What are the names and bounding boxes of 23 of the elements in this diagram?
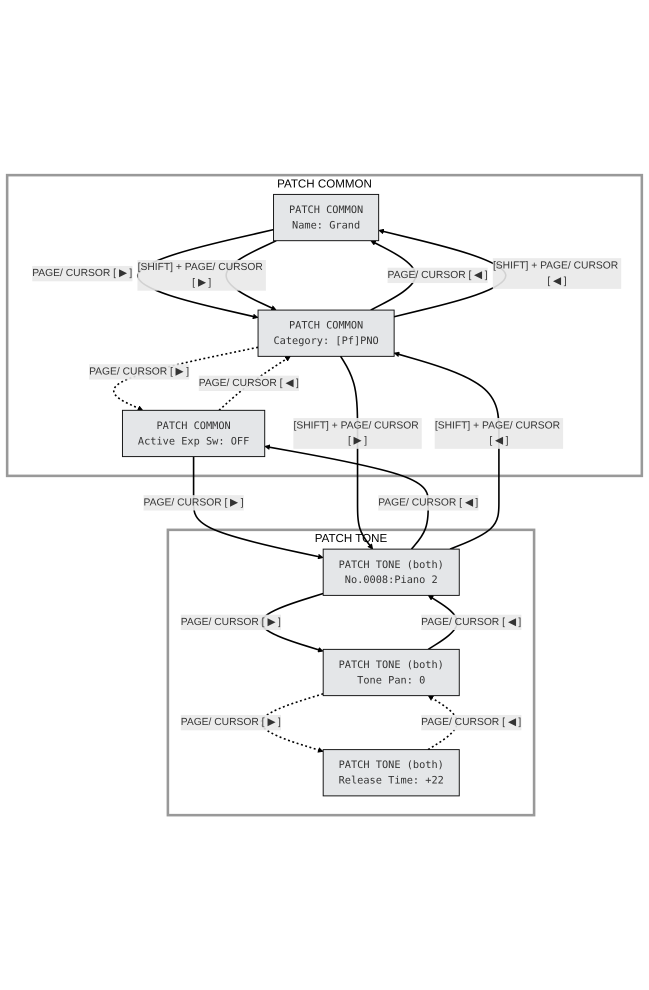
- node-box: PATCH TONE (both) Release Time: +22: [322, 748, 460, 796]
- node-box: PATCH TONE (both) No.0008:Piano 2: [322, 548, 460, 596]
- edge-label: PAGE/ CURSOR [ ▶ ]: [144, 496, 244, 508]
- edge-label: PAGE/ CURSOR [ ▶ ]: [32, 268, 132, 279]
- edge-label: [SHIFT] + PAGE/ CURSOR [ ◀ ]: [492, 260, 618, 286]
- edge-label: PAGE/ CURSOR [ ▶ ]: [180, 716, 281, 728]
- edge-label: PAGE/ CURSOR [ ◀ ]: [421, 716, 522, 728]
- edge-label: PAGE/ CURSOR [ ▶ ]: [180, 616, 281, 628]
- edge-label: PAGE/ CURSOR [ ◀ ]: [421, 616, 522, 628]
- node-box: PATCH COMMON Name: Grand: [273, 194, 380, 242]
- edge-label: [SHIFT] + PAGE/ CURSOR [ ▶ ]: [138, 262, 263, 288]
- arrow: [264, 444, 430, 550]
- arrow: [192, 456, 324, 560]
- node-box: PATCH COMMON Category: [Pf]PNO: [258, 309, 395, 357]
- edge-label: [SHIFT] + PAGE/ CURSOR [ ▶ ]: [294, 420, 419, 446]
- edge-label: PAGE/ CURSOR [ ▶ ]: [89, 366, 190, 377]
- edge-label: [SHIFT] + PAGE/ CURSOR [ ◀ ]: [434, 420, 560, 446]
- node-box: PATCH COMMON Active Exp Sw: OFF: [122, 410, 266, 457]
- edge-label: PAGE/ CURSOR [ ◀ ]: [198, 377, 299, 388]
- arrow: [394, 352, 500, 550]
- edge-label: PAGE/ CURSOR [ ◀ ]: [388, 269, 488, 280]
- node-box: PATCH TONE (both) Tone Pan: 0: [322, 648, 460, 696]
- edge-label: PAGE/ CURSOR [ ◀ ]: [378, 496, 478, 508]
